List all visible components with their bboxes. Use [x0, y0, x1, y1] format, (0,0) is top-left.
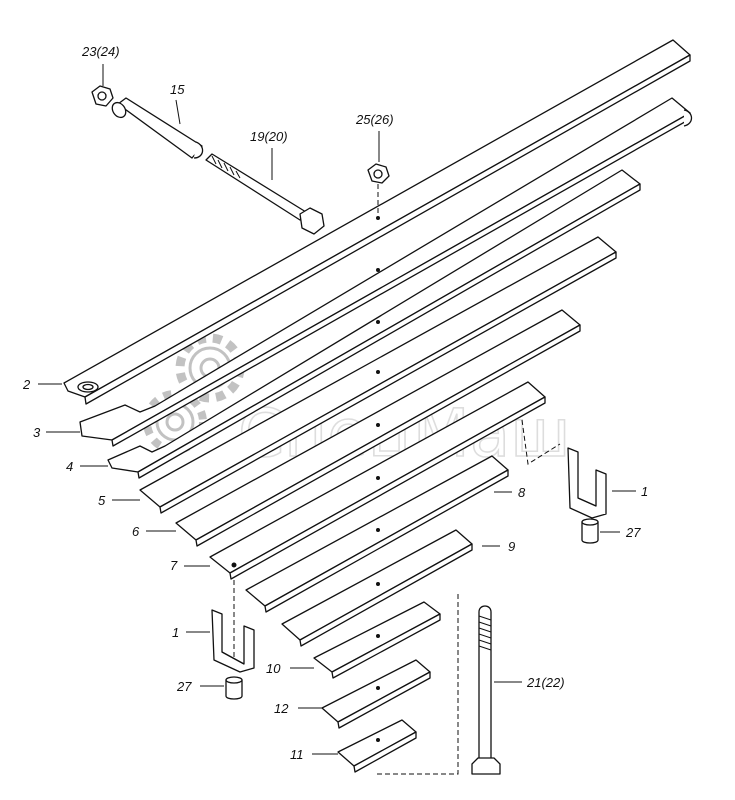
leaf-10 [313, 601, 441, 679]
label-5: 5 [98, 493, 106, 508]
leaf-9 [281, 529, 473, 647]
label-19: 19(20) [250, 129, 288, 144]
leaf-11 [337, 719, 417, 773]
label-27-right: 27 [625, 525, 641, 540]
label-12: 12 [274, 701, 289, 716]
centre-line-clip-right [521, 419, 561, 465]
label-25: 25(26) [355, 112, 394, 127]
label-2: 2 [22, 377, 31, 392]
label-7: 7 [170, 558, 178, 573]
centre-bolt-path [374, 594, 459, 775]
label-3: 3 [33, 425, 41, 440]
label-1-right: 1 [641, 484, 648, 499]
leaf-5 [139, 236, 617, 514]
label-11: 11 [290, 747, 304, 762]
leaf-4 [107, 169, 641, 479]
label-6: 6 [132, 524, 140, 539]
leaf-2 [63, 39, 691, 405]
leader-lines [38, 64, 636, 755]
leaf-12 [321, 659, 431, 729]
leaf-3 [79, 97, 693, 447]
label-15: 15 [170, 82, 185, 97]
nut-25 [367, 163, 390, 184]
label-4: 4 [66, 459, 73, 474]
bolt-19 [205, 153, 325, 235]
nut-23 [91, 85, 114, 107]
label-8: 8 [518, 485, 526, 500]
sleeve-15 [111, 97, 204, 159]
leaf-6 [175, 309, 581, 547]
label-23: 23(24) [81, 44, 120, 59]
centre-bolt-21 [471, 605, 501, 775]
leaf-8 [245, 455, 509, 613]
clip-1-left [211, 609, 255, 673]
label-1-left: 1 [172, 625, 179, 640]
leaf-7 [209, 381, 546, 580]
label-9: 9 [508, 539, 515, 554]
clip-1-right [567, 447, 607, 519]
label-27-left: 27 [176, 679, 192, 694]
rivet-27-left [225, 676, 243, 700]
rivet-27-right [581, 518, 599, 544]
label-10: 10 [266, 661, 281, 676]
label-21: 21(22) [526, 675, 565, 690]
